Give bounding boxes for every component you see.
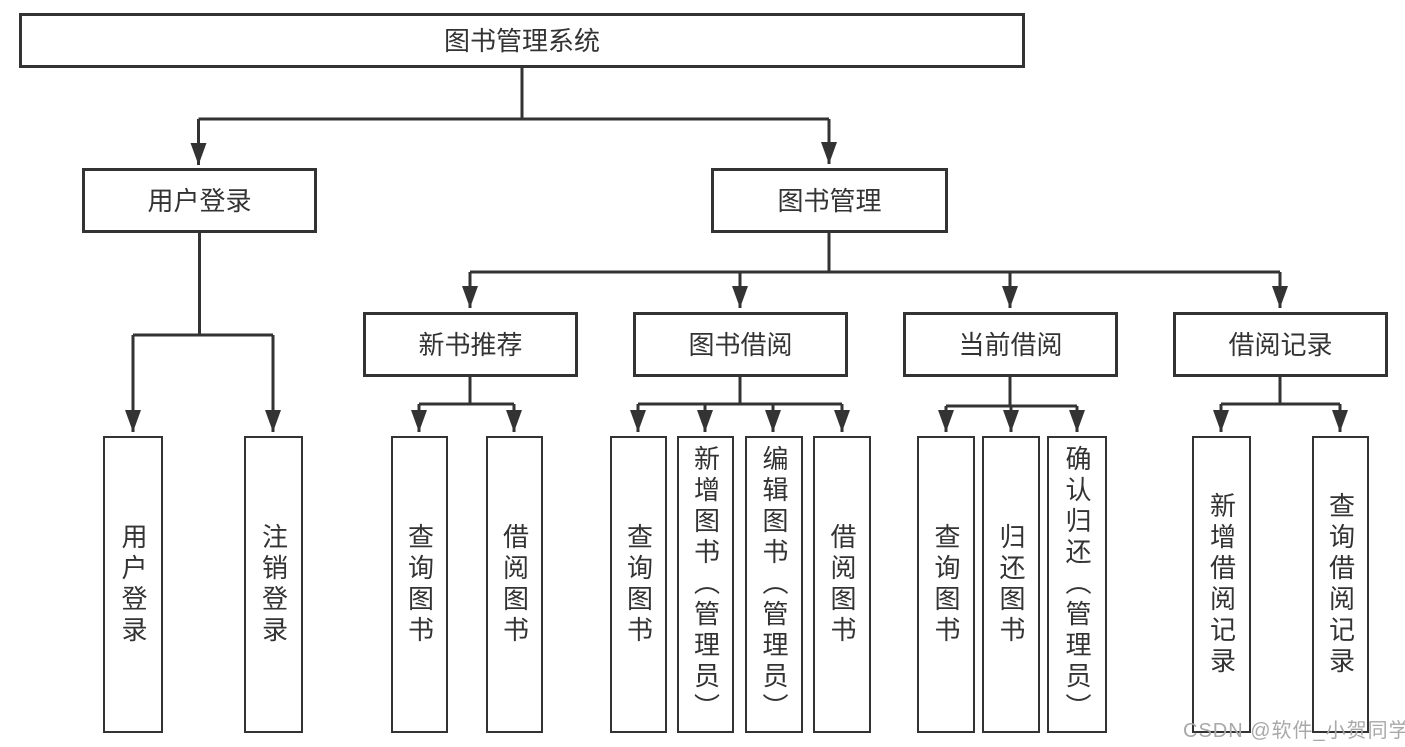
leaf-cb-return-books: 归还图书 xyxy=(982,436,1040,733)
node-root-library-system: 图书管理系统 xyxy=(19,13,1025,68)
leaf-cb-confirm-return-admin: 确认归还（管理员） xyxy=(1047,436,1107,733)
leaf-nbr-query-books: 查询图书 xyxy=(391,436,448,733)
leaf-bb-query-books: 查询图书 xyxy=(610,436,667,733)
leaf-br-query-record: 查询借阅记录 xyxy=(1312,436,1369,733)
leaf-logout: 注销登录 xyxy=(244,436,303,733)
leaf-bb-add-books-admin: 新增图书（管理员） xyxy=(677,436,734,733)
node-book-management: 图书管理 xyxy=(711,168,948,233)
node-new-book-recommendation: 新书推荐 xyxy=(363,312,578,377)
leaf-user-login: 用户登录 xyxy=(103,436,163,733)
node-user-login: 用户登录 xyxy=(82,168,317,233)
leaf-cb-query-books: 查询图书 xyxy=(917,436,975,733)
node-borrowing-records: 借阅记录 xyxy=(1173,312,1388,377)
leaf-bb-borrow-books: 借阅图书 xyxy=(813,436,871,733)
node-book-borrowing: 图书借阅 xyxy=(633,312,848,377)
node-current-borrowing: 当前借阅 xyxy=(903,312,1118,377)
leaf-nbr-borrow-books: 借阅图书 xyxy=(486,436,543,733)
leaf-br-add-record: 新增借阅记录 xyxy=(1192,436,1251,733)
csdn-watermark: CSDN @软件_小贺同学 xyxy=(1183,720,1405,742)
leaf-bb-edit-books-admin: 编辑图书（管理员） xyxy=(745,436,803,733)
